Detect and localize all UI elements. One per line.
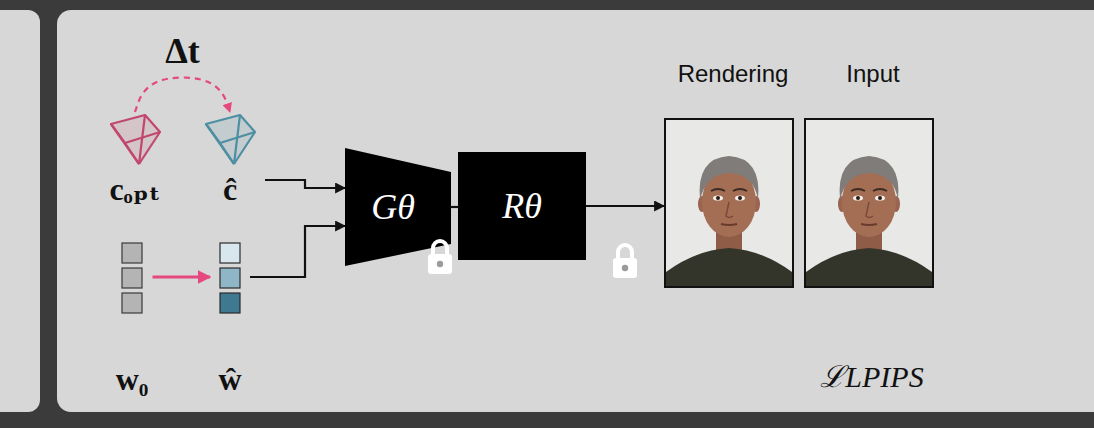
connector	[586, 205, 664, 207]
connector	[265, 180, 345, 188]
connector	[153, 276, 211, 279]
renderer-block: Rθ	[458, 152, 586, 260]
edge-label: Δt	[165, 32, 200, 72]
camera-pose: ĉ	[195, 112, 265, 207]
node-label: w₀	[116, 362, 149, 397]
main-panel	[57, 10, 1094, 412]
photo-frame	[664, 118, 794, 288]
connector	[135, 78, 230, 113]
generator-block: Gθ	[345, 148, 451, 266]
photo-frame	[804, 118, 934, 288]
node-label: ĉ	[223, 172, 237, 207]
vector-squares	[219, 242, 241, 316]
node-label: Rendering	[664, 60, 802, 88]
connector	[451, 206, 458, 208]
node-label: Gθ	[371, 189, 415, 225]
previous-panel	[0, 10, 40, 412]
portrait	[666, 120, 792, 286]
lock-icon	[613, 245, 637, 278]
node-label: ŵ	[218, 362, 241, 397]
camera-icon	[200, 112, 260, 168]
camera-pose: cₒₚₜ	[95, 112, 175, 207]
vector-squares	[121, 242, 143, 316]
latent-vector: w₀	[112, 242, 153, 397]
connector	[250, 226, 345, 277]
camera-icon	[105, 112, 165, 168]
latent-vector: ŵ	[210, 242, 250, 397]
portrait	[806, 120, 932, 286]
node-label: Rθ	[502, 188, 542, 224]
loss-label: ℒLPIPS	[820, 360, 923, 393]
node-label: Input	[804, 60, 942, 88]
image-panel: Rendering	[664, 60, 802, 288]
image-panel: Input	[804, 60, 942, 288]
node-label: cₒₚₜ	[109, 172, 160, 207]
lock-icon	[428, 241, 452, 274]
